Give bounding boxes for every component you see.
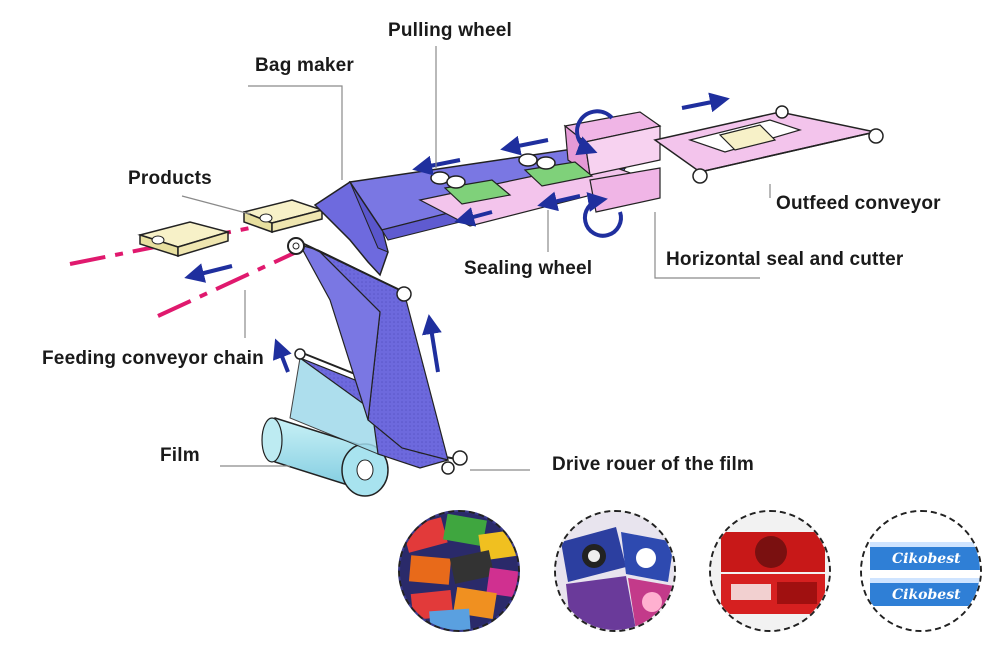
product-block-right (241, 199, 325, 234)
cikobest-wrapper-text-2: Cikobest (892, 587, 961, 603)
label-outfeed-conveyor: Outfeed conveyor (776, 193, 941, 214)
cookie-packs-image (556, 512, 674, 630)
sample-wafer-bars (398, 510, 520, 632)
label-bag-maker: Bag maker (255, 55, 354, 76)
label-horizontal-seal-cutter: Horizontal seal and cutter (666, 249, 904, 270)
label-drive-roller: Drive rouer of the film (552, 454, 755, 475)
label-products: Products (128, 168, 212, 189)
label-pulling-wheel: Pulling wheel (388, 20, 513, 41)
sample-cookie-packs (554, 510, 676, 632)
film-rise (287, 237, 449, 461)
drive-rollers (417, 450, 468, 475)
leader-lines (181, 46, 771, 471)
label-feeding-conveyor-chain: Feeding conveyor chain (42, 348, 264, 369)
sample-red-pack (709, 510, 831, 632)
sample-cikobest-bars: Cikobest Cikobest (860, 510, 982, 632)
sealer-frame (418, 111, 662, 227)
film-roll (261, 417, 389, 497)
wafer-bars-image (400, 512, 518, 630)
product-block-left (137, 221, 231, 258)
pulling-wheels (430, 153, 556, 189)
outfeed-conveyor-belt (653, 105, 884, 184)
cikobest-wrapper-text-1: Cikobest (892, 551, 961, 567)
red-pack-image (711, 512, 829, 630)
cikobest-bars-image: Cikobest Cikobest (862, 512, 980, 630)
label-film: Film (160, 445, 200, 466)
flow-arrows (184, 92, 730, 373)
label-sealing-wheel: Sealing wheel (464, 258, 593, 279)
